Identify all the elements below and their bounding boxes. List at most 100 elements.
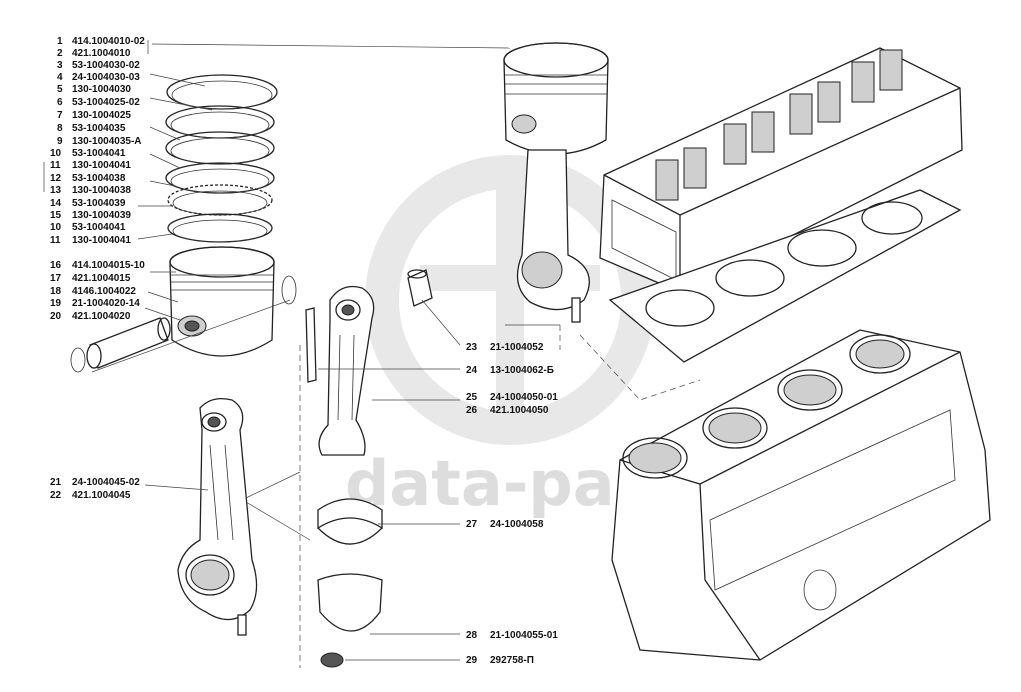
callout-number: 8 [57,123,63,134]
callout-part-number: 421.1004045 [72,490,131,501]
callout-number: 15 [50,210,62,221]
callout-number: 3 [57,60,63,71]
callout-13: 13 130-1004038 [50,185,131,196]
callout-number: 23 [466,342,478,353]
valve-springs [655,49,903,201]
connecting-rod-illustration-left [177,397,258,636]
callout-number: 21 [50,477,62,488]
callout-17: 17 421.1004015 [50,273,131,284]
bearing-shells-illustration [317,498,383,668]
callout-29: 29 292758-П [466,655,534,666]
callout-3: 3 53-1004030-02 [57,60,140,71]
callout-number: 17 [50,273,62,284]
callout-20: 20 421.1004020 [50,311,131,322]
callout-part-number: 24-1004050-01 [490,392,558,403]
callout-part-number: 414.1004010-02 [72,36,145,47]
callout-number: 10 [50,222,62,233]
callout-14: 14 53-1004039 [50,198,126,209]
callout-number: 24 [466,365,478,376]
callout-16: 16 414.1004015-10 [50,260,145,271]
callout-part-number: 130-1004025 [72,110,131,121]
callout-part-number: 414.1004015-10 [72,260,145,271]
callout-number: 19 [50,298,62,309]
callout-part-number: 13-1004062-Б [490,365,554,376]
callout-6: 6 53-1004025-02 [57,97,140,108]
piston-rod-assembly-illustration [503,42,609,323]
callout-number: 12 [50,173,62,184]
callout-number: 16 [50,260,62,271]
callout-number: 14 [50,198,62,209]
callout-part-number: 421.1004020 [72,311,131,322]
callout-part-number: 130-1004030 [72,84,131,95]
callout-number: 9 [57,136,63,147]
callout-part-number: 292758-П [490,655,534,666]
callout-10b: 10 53-1004041 [50,222,126,233]
callout-part-number: 21-1004020-14 [72,298,140,309]
callout-part-number: 53-1004041 [72,148,126,159]
callout-24: 24 13-1004062-Б [466,365,554,376]
callout-number: 11 [50,160,61,171]
callout-22: 22 421.1004045 [50,490,131,501]
callout-number: 13 [50,185,62,196]
callout-number: 1 [57,36,63,47]
callout-number: 26 [466,405,478,416]
callout-part-number: 421.1004050 [490,405,549,416]
callout-number: 7 [57,110,63,121]
piston-pin-illustration [70,317,171,373]
callout-labels: 1 414.1004010-02 2 421.1004010 3 53-1004030… [50,36,558,666]
callout-21: 21 24-1004045-02 [50,477,140,488]
callout-number: 11 [50,235,61,246]
callout-part-number: 53-1004039 [72,198,126,209]
callout-part-number: 53-1004025-02 [72,97,140,108]
callout-11: 11 130-1004041 [50,160,131,171]
callout-part-number: 4146.1004022 [72,286,136,297]
callout-9: 9 130-1004035-А [57,136,142,147]
callout-part-number: 53-1004030-02 [72,60,140,71]
connecting-rod-illustration-middle [305,269,433,456]
callout-11b: 11 130-1004041 [50,235,131,246]
callout-part-number: 53-1004035 [72,123,126,134]
callout-part-number: 421.1004015 [72,273,131,284]
callout-number: 20 [50,311,62,322]
piston-rings-illustration [165,74,278,243]
callout-part-number: 130-1004041 [72,160,131,171]
callout-27: 27 24-1004058 [466,519,544,530]
callout-23: 23 21-1004052 [466,342,544,353]
callout-number: 4 [57,72,63,83]
callout-7: 7 130-1004025 [57,110,131,121]
callout-number: 28 [466,630,478,641]
callout-number: 6 [57,97,63,108]
callout-15: 15 130-1004039 [50,210,131,221]
callout-number: 25 [466,392,478,403]
callout-part-number: 24-1004045-02 [72,477,140,488]
callout-8: 8 53-1004035 [57,123,126,134]
callout-part-number: 130-1004041 [72,235,131,246]
callout-number: 10 [50,148,62,159]
callout-number: 18 [50,286,62,297]
callout-part-number: 421.1004010 [72,48,131,59]
callout-number: 2 [57,48,63,59]
engine-block-illustration [611,329,991,661]
callout-part-number: 21-1004052 [490,342,544,353]
callout-1: 1 414.1004010-02 [57,36,145,47]
callout-number: 27 [466,519,478,530]
callout-number: 29 [466,655,478,666]
callout-part-number: 130-1004039 [72,210,131,221]
callout-part-number: 24-1004058 [490,519,544,530]
callout-part-number: 53-1004038 [72,173,126,184]
piston-illustration [169,246,297,357]
cylinder-head-illustration [599,47,963,293]
callout-part-number: 53-1004041 [72,222,126,233]
callout-19: 19 21-1004020-14 [50,298,140,309]
callout-5: 5 130-1004030 [57,84,131,95]
callout-number: 5 [57,84,63,95]
callout-26: 26 421.1004050 [466,405,549,416]
callout-2: 2 421.1004010 [57,48,131,59]
callout-25: 25 24-1004050-01 [466,392,558,403]
callout-part-number: 130-1004038 [72,185,131,196]
callout-part-number: 130-1004035-А [72,136,142,147]
callout-number: 22 [50,490,62,501]
